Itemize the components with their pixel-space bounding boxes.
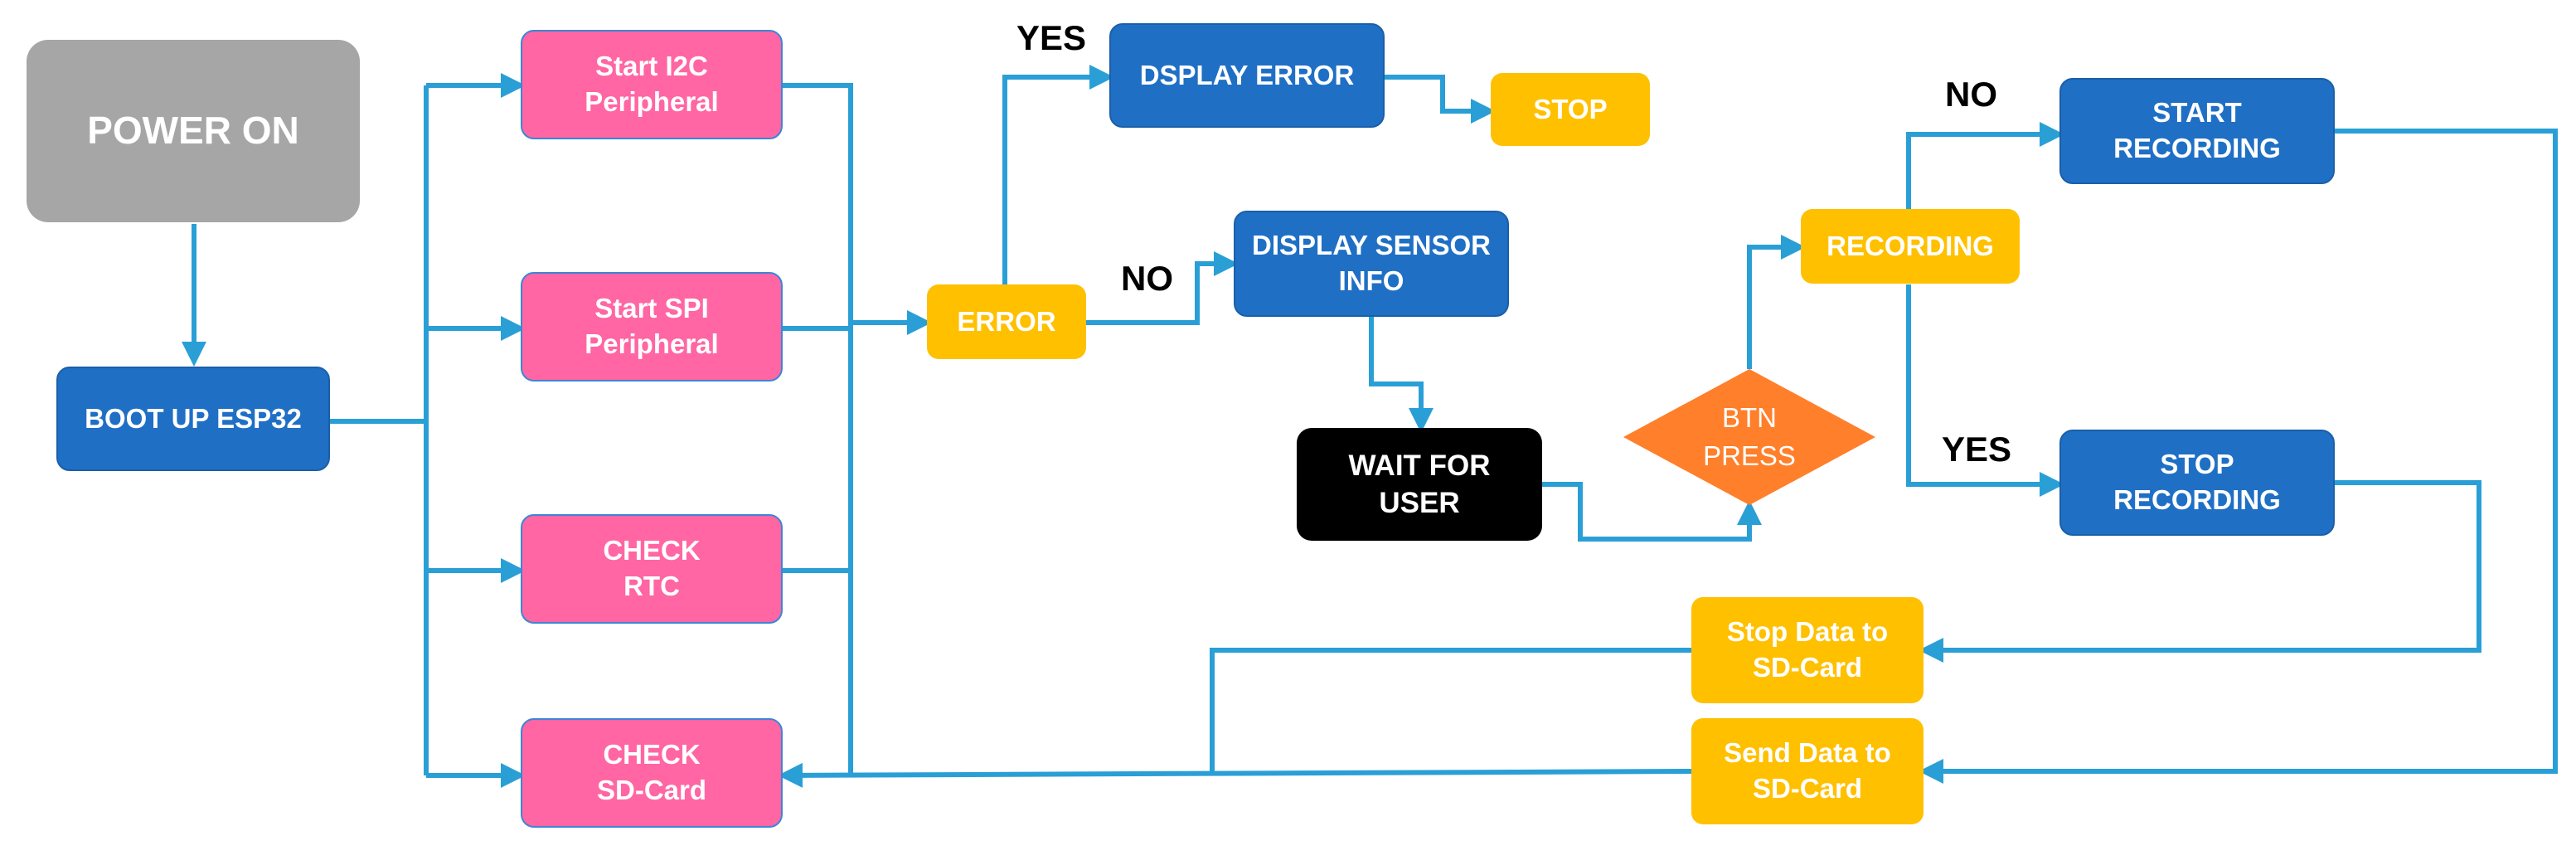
edge-sensor-wait	[1369, 317, 1434, 433]
node-stop: STOP	[1491, 73, 1650, 146]
node-check-sd: CHECK SD-Card	[521, 718, 783, 828]
edge-stop-stopdata	[1919, 480, 2481, 663]
node-btn-press-label: BTN PRESS	[1703, 401, 1796, 471]
edge-recording-stop	[1906, 284, 2064, 497]
label-error-yes: YES	[1016, 18, 1087, 57]
node-recording: RECORDING	[1801, 209, 2020, 284]
edge-error-no	[1086, 251, 1239, 325]
node-start-i2c: Start I2C Peripheral	[521, 30, 783, 139]
label-recording-no: NO	[1945, 75, 1997, 114]
node-check-rtc: CHECK RTC	[521, 514, 783, 624]
label-recording-yes: YES	[1942, 430, 2012, 469]
edge-stopdata-return	[1210, 648, 1691, 771]
node-start-recording: START RECORDING	[2059, 78, 2335, 184]
node-stop-recording: STOP RECORDING	[2059, 430, 2335, 536]
edge-error-yes	[1002, 65, 1114, 284]
edge-displayerror-stop	[1385, 75, 1496, 124]
label-error-no: NO	[1121, 259, 1173, 298]
edge-btn-recording	[1747, 235, 1806, 369]
edge-i2c-collector	[783, 83, 853, 775]
edge-start-senddata	[1919, 129, 2558, 784]
node-display-sensor: DISPLAY SENSOR INFO	[1234, 211, 1509, 317]
node-send-data: Send Data to SD-Card	[1691, 718, 1924, 824]
btn-press-diamond	[1623, 369, 1875, 505]
node-boot-up: BOOT UP ESP32	[56, 367, 330, 471]
edge-senddata-checksd	[778, 762, 1692, 788]
node-display-error: DSPLAY ERROR	[1109, 23, 1385, 128]
edge-wait-btn	[1542, 482, 1762, 542]
node-stop-data: Stop Data to SD-Card	[1691, 597, 1924, 703]
node-wait-user: WAIT FOR USER	[1297, 428, 1542, 541]
edge-recording-start	[1906, 122, 2064, 209]
node-error: ERROR	[927, 284, 1086, 359]
node-power-on: POWER ON	[27, 40, 360, 222]
node-start-spi: Start SPI Peripheral	[521, 272, 783, 381]
